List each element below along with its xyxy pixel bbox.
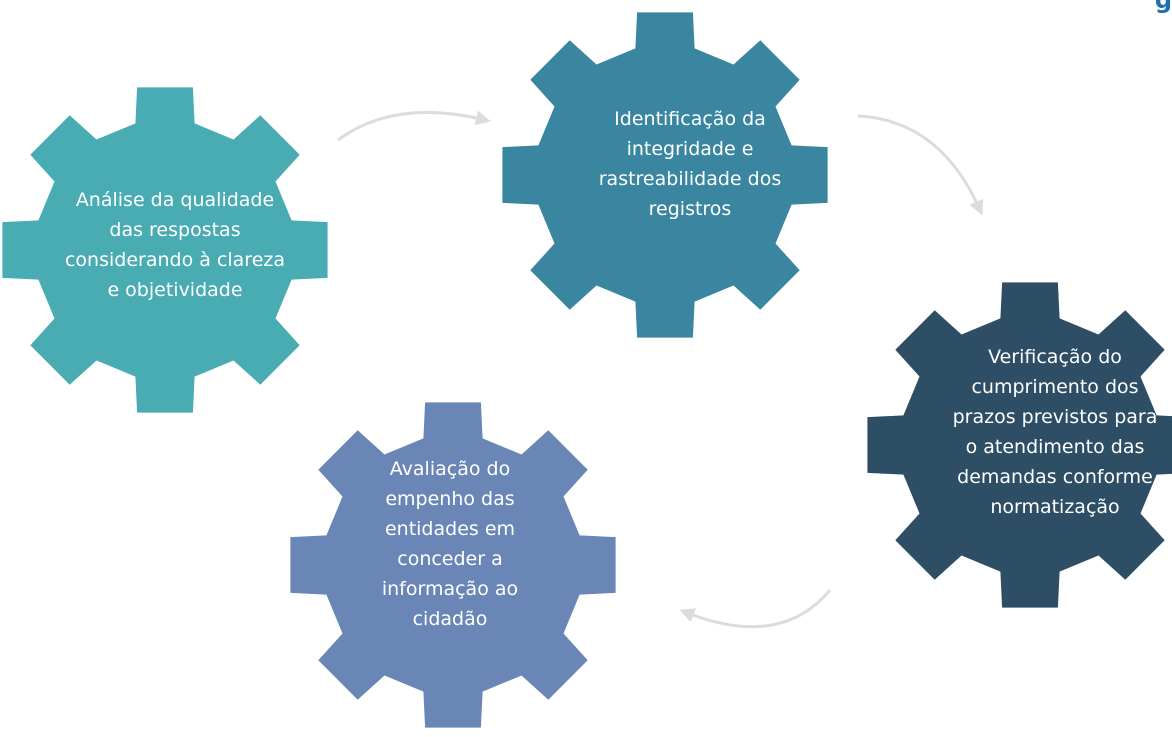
gear-verification-label: Verificação do cumprimento dos prazos pr… xyxy=(952,346,1158,518)
gear-evaluation-shape xyxy=(290,402,616,728)
corner-mark: g xyxy=(1154,0,1172,14)
cycle-arrow-3 xyxy=(679,589,832,629)
gear-analysis-label: Análise da qualidade das respostas consi… xyxy=(64,189,285,301)
gear-identification-label: Identificação da integridade e rastreabi… xyxy=(598,108,782,220)
cycle-arrow-1 xyxy=(337,110,491,142)
gear-analysis-shape xyxy=(2,87,328,413)
cycle-arrow-2 xyxy=(857,114,984,216)
gear-identification-shape xyxy=(502,12,828,338)
gear-evaluation-label: Avaliação do empenho das entidades em co… xyxy=(381,458,519,630)
gear-verification-shape xyxy=(867,282,1172,608)
